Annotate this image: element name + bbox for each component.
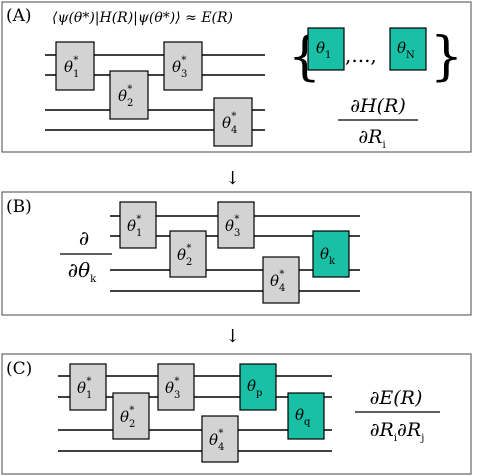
panel-b-label: (B) [6,197,32,217]
svg-text:θ3*: θ3* [172,55,187,80]
arrow-b-to-c: ↓ [225,326,240,347]
svg-text:∂θk: ∂θk [68,258,97,285]
param-theta1-box [307,27,345,71]
gate-a-theta3: θ3* [163,41,203,91]
gate-a-theta1: θ1* [55,41,95,91]
gate-b-theta4: θ4* [262,256,300,304]
svg-text:∂: ∂ [79,226,89,250]
svg-text:θ2*: θ2* [177,243,192,268]
svg-text:θ3*: θ3* [225,214,240,239]
gate-c-theta1: θ1* [69,363,107,411]
panel-b: (B) ∂ ∂θk θ1* θ2* θ3* θ4* θk [1,191,472,316]
param-thetaN-box [389,27,427,71]
gate-b-theta3: θ3* [217,201,255,249]
svg-text:θ4*: θ4* [209,428,224,453]
svg-text:∂H(R): ∂H(R) [350,95,406,117]
derivative-d2E-dRidRj: ∂E(R) ∂Ri∂Rj [355,387,440,444]
gate-b-theta2: θ2* [169,230,207,278]
gate-b-theta1: θ1* [119,201,157,249]
svg-text:∂Ri∂Rj: ∂Ri∂Rj [370,419,425,444]
svg-text:θk: θk [320,245,336,267]
gate-c-theta2: θ2* [112,392,150,440]
gate-c-thetaq: θq [287,392,325,440]
svg-text:θ3*: θ3* [165,376,180,401]
energy-equation: ⟨ψ(θ*)|H(R)|ψ(θ*)⟩ ≈ E(R) [52,10,233,26]
svg-text:θ4*: θ4* [270,269,285,294]
parameter-set: { θ1 ,..., θN } [288,27,463,87]
svg-text:θN: θN [397,39,415,61]
gate-c-theta4: θ4* [201,415,239,463]
svg-text:θ1*: θ1* [64,55,79,80]
svg-text:θ2*: θ2* [118,84,133,109]
svg-text:θ4*: θ4* [222,111,237,136]
panel-a: (A) ⟨ψ(θ*)|H(R)|ψ(θ*)⟩ ≈ E(R) θ1* θ2* θ3… [1,1,472,153]
gate-c-thetap: θp [239,363,277,411]
svg-text:∂E(R): ∂E(R) [370,387,423,409]
gate-c-theta3: θ3* [157,363,195,411]
svg-text:θp: θp [247,377,262,399]
svg-text:∂Ri: ∂Ri [358,126,385,151]
panel-c: (C) θ1* θ2* θ3* θ4* θp θq [1,353,472,475]
svg-text:θ2*: θ2* [120,405,135,430]
derivative-dH-dRi: ∂H(R) ∂Ri [338,95,418,151]
panel-c-label: (C) [6,359,32,379]
svg-text:θq: θq [295,406,311,428]
gate-a-theta4: θ4* [213,97,253,147]
panel-a-label: (A) [6,6,32,26]
close-brace: } [430,27,463,87]
svg-text:θ1*: θ1* [127,214,142,239]
svg-text:θ1*: θ1* [77,376,92,401]
svg-text:θ1: θ1 [316,39,331,61]
arrow-a-to-b: ↓ [225,168,240,189]
derivative-d-dthetak: ∂ ∂θk [60,226,112,285]
gate-b-thetak: θk [312,230,350,278]
gate-a-theta2: θ2* [109,70,149,120]
param-ellipsis: ,..., [345,43,377,67]
